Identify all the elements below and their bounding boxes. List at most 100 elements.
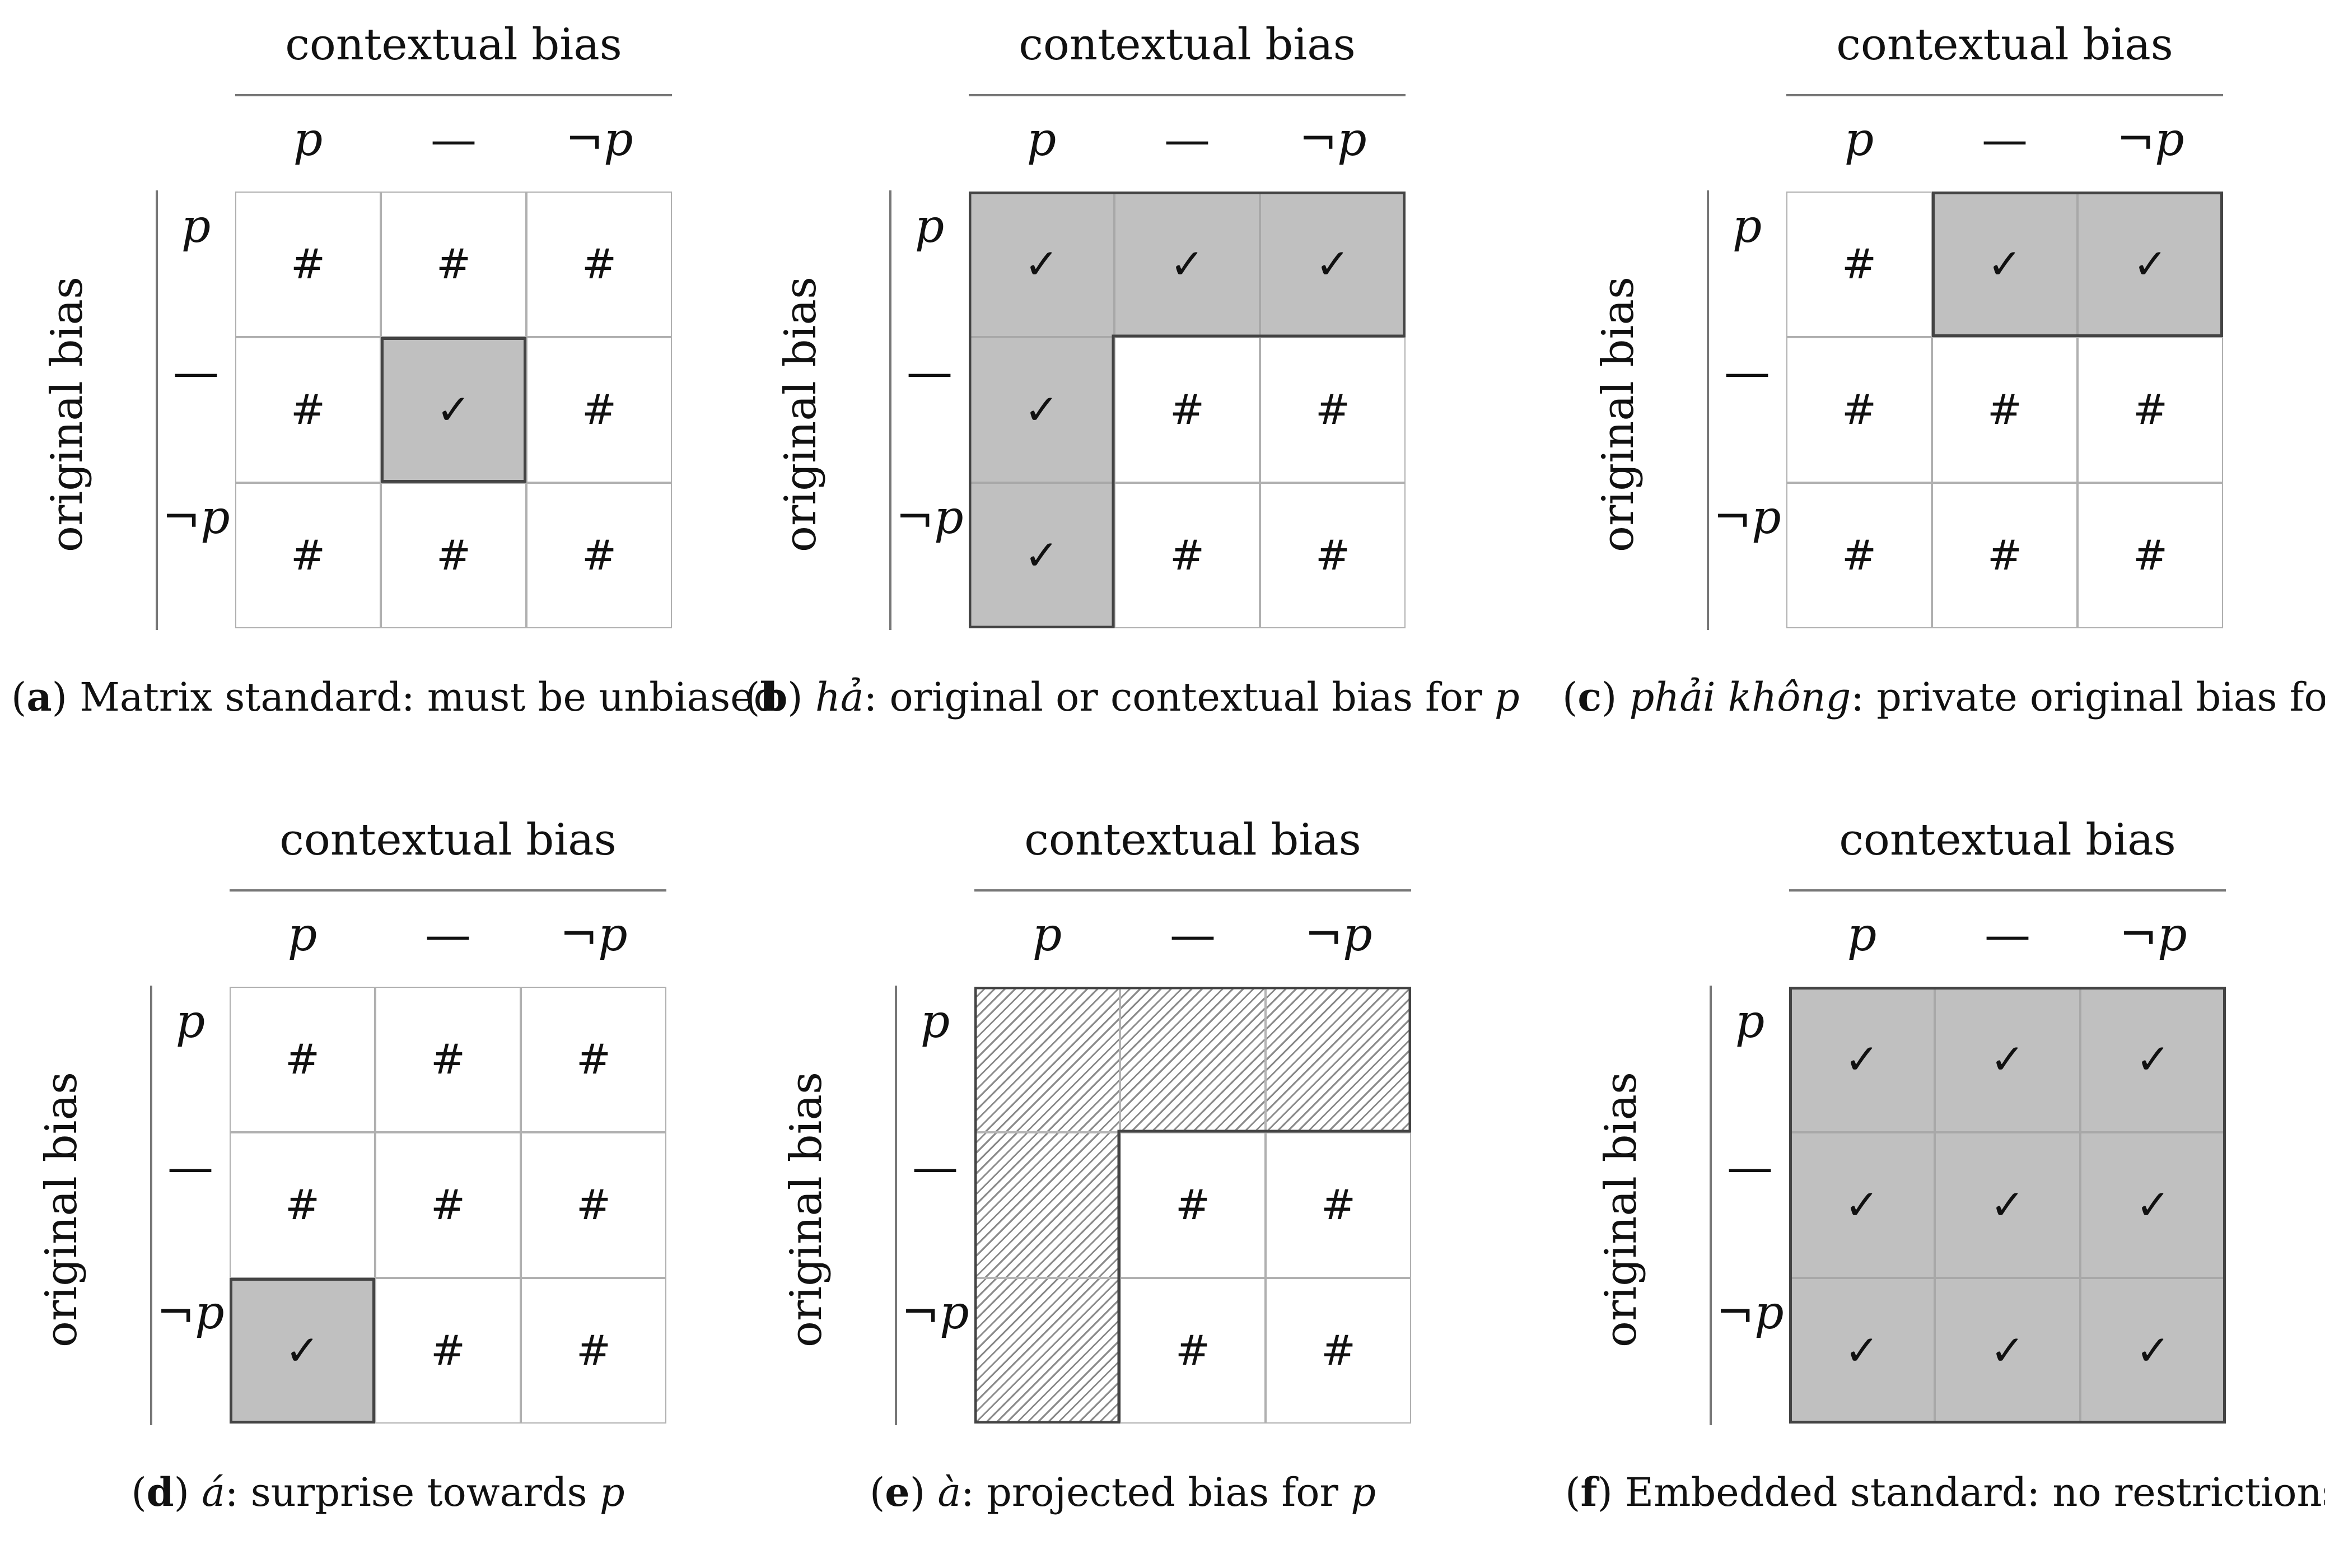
contextual-bias-title: contextual bias (1839, 815, 2176, 865)
panel-caption: (f) Embedded standard: no restrictions (1565, 1467, 2325, 1518)
caption-text: : private original bias for (1851, 674, 2325, 720)
column-label-none: — (1170, 908, 1216, 962)
original-bias-rule (1710, 986, 1712, 1425)
hash-mark: # (290, 386, 325, 434)
matrix-cell-not-p-not-p: ✓ (2080, 1278, 2226, 1424)
matrix-cell-none-not-p: ✓ (2080, 1132, 2226, 1278)
original-bias-text: original bias (42, 277, 92, 552)
caption-letter: b (760, 674, 788, 720)
hash-mark: # (430, 1327, 465, 1375)
hash-mark: # (581, 531, 617, 580)
matrix-cell-none-p: # (235, 337, 381, 483)
check-icon: ✓ (1990, 1327, 2025, 1375)
matrix-cell-not-p-none: # (1120, 1278, 1266, 1424)
check-icon: ✓ (1844, 1035, 1879, 1084)
column-label-not-p: ¬p (565, 113, 633, 166)
caption-text: Matrix standard: must be unbiased (80, 674, 779, 720)
check-icon: ✓ (1315, 240, 1350, 288)
hash-mark: # (1841, 386, 1876, 434)
column-label-none: — (1982, 113, 2028, 166)
matrix-cell-none-not-p: # (2077, 337, 2223, 483)
matrix-cell-none-p: # (230, 1132, 375, 1278)
caption-letter: c (1577, 674, 1602, 720)
column-label-p: p (1032, 908, 1062, 962)
hash-mark: # (2132, 531, 2168, 580)
hash-mark: # (2132, 386, 2168, 434)
contextual-bias-rule (1786, 94, 2223, 96)
matrix-cell-none-none: # (1120, 1132, 1266, 1278)
matrix-cell-not-p-p: ✓ (1789, 1278, 1935, 1424)
matrix-cell-not-p-not-p: # (1260, 483, 1406, 628)
matrix-cell-none-not-p: # (521, 1132, 666, 1278)
hash-mark: # (1841, 240, 1876, 288)
matrix-cell-not-p-none: # (375, 1278, 521, 1424)
panel-caption: (d) á: surprise towards p (131, 1469, 625, 1515)
matrix-cell-not-p-none: # (381, 483, 526, 628)
hash-mark: # (1315, 531, 1350, 580)
panel-caption: (e) à: projected bias for p (869, 1469, 1376, 1515)
matrix-cell-p-p: ✓ (969, 192, 1114, 337)
hash-mark: # (1841, 531, 1876, 580)
contextual-bias-title: contextual bias (1019, 20, 1356, 70)
hash-mark: # (1169, 531, 1204, 580)
hash-mark: # (576, 1035, 611, 1084)
check-icon: ✓ (1844, 1327, 1879, 1375)
column-label-none: — (431, 113, 477, 166)
matrix-cell-p-p: # (230, 987, 375, 1132)
caption-term: á (202, 1469, 225, 1515)
row-label-p: p (914, 200, 945, 253)
matrix-cell-p-p: # (235, 192, 381, 337)
matrix-cell-p-not-p: ✓ (2077, 192, 2223, 337)
matrix-cell-none-p: ✓ (969, 337, 1114, 483)
check-icon: ✓ (2135, 1181, 2170, 1229)
original-bias-title: original bias (34, 196, 101, 633)
matrix-cell-none-not-p: # (1260, 337, 1406, 483)
column-label-not-p: ¬p (2119, 908, 2187, 962)
original-bias-text: original bias (1596, 1072, 1646, 1347)
contextual-bias-rule (1789, 889, 2226, 892)
row-label-not-p: ¬p (895, 491, 964, 544)
original-bias-text: original bias (36, 1072, 87, 1347)
row-label-p: p (920, 995, 950, 1048)
bias-matrix: ####✓#### (235, 192, 672, 628)
matrix-cell-p-none: # (381, 192, 526, 337)
hash-mark: # (290, 531, 325, 580)
column-label-p: p (287, 908, 318, 962)
matrix-cell-none-none: # (1114, 337, 1260, 483)
matrix-cell-p-none: ✓ (1114, 192, 1260, 337)
contextual-bias-rule (230, 889, 666, 892)
original-bias-text: original bias (781, 1072, 832, 1347)
hash-mark: # (576, 1181, 611, 1229)
contextual-bias-rule (969, 94, 1406, 96)
check-icon: ✓ (2135, 1035, 2170, 1084)
caption-term: phải không (1629, 674, 1851, 720)
hash-mark: # (430, 1035, 465, 1084)
caption-term: à (937, 1469, 961, 1515)
row-label-none: — (912, 1141, 958, 1194)
matrix-cell-p-not-p: ✓ (2080, 987, 2226, 1132)
matrix-cell-p-none: # (375, 987, 521, 1132)
matrix-cell-none-p (974, 1132, 1120, 1278)
row-label-none: — (1724, 346, 1770, 399)
original-bias-title: original bias (1588, 991, 1655, 1428)
hash-mark: # (581, 386, 617, 434)
column-label-p: p (1847, 908, 1877, 962)
row-label-none: — (1727, 1141, 1773, 1194)
check-icon: ✓ (1990, 1035, 2025, 1084)
matrix-cell-p-not-p: # (521, 987, 666, 1132)
panel-caption: (c) phải không: private original bias fo… (1562, 672, 2325, 722)
column-label-not-p: ¬p (2116, 113, 2184, 166)
contextual-bias-title: contextual bias (1836, 20, 2173, 70)
hash-mark: # (1175, 1327, 1210, 1375)
check-icon: ✓ (2132, 240, 2168, 288)
matrix-cell-none-not-p: # (1266, 1132, 1411, 1278)
row-label-none: — (173, 346, 219, 399)
hash-mark: # (290, 240, 325, 288)
original-bias-rule (156, 190, 158, 630)
column-label-none: — (425, 908, 471, 962)
contextual-bias-rule (974, 889, 1411, 892)
